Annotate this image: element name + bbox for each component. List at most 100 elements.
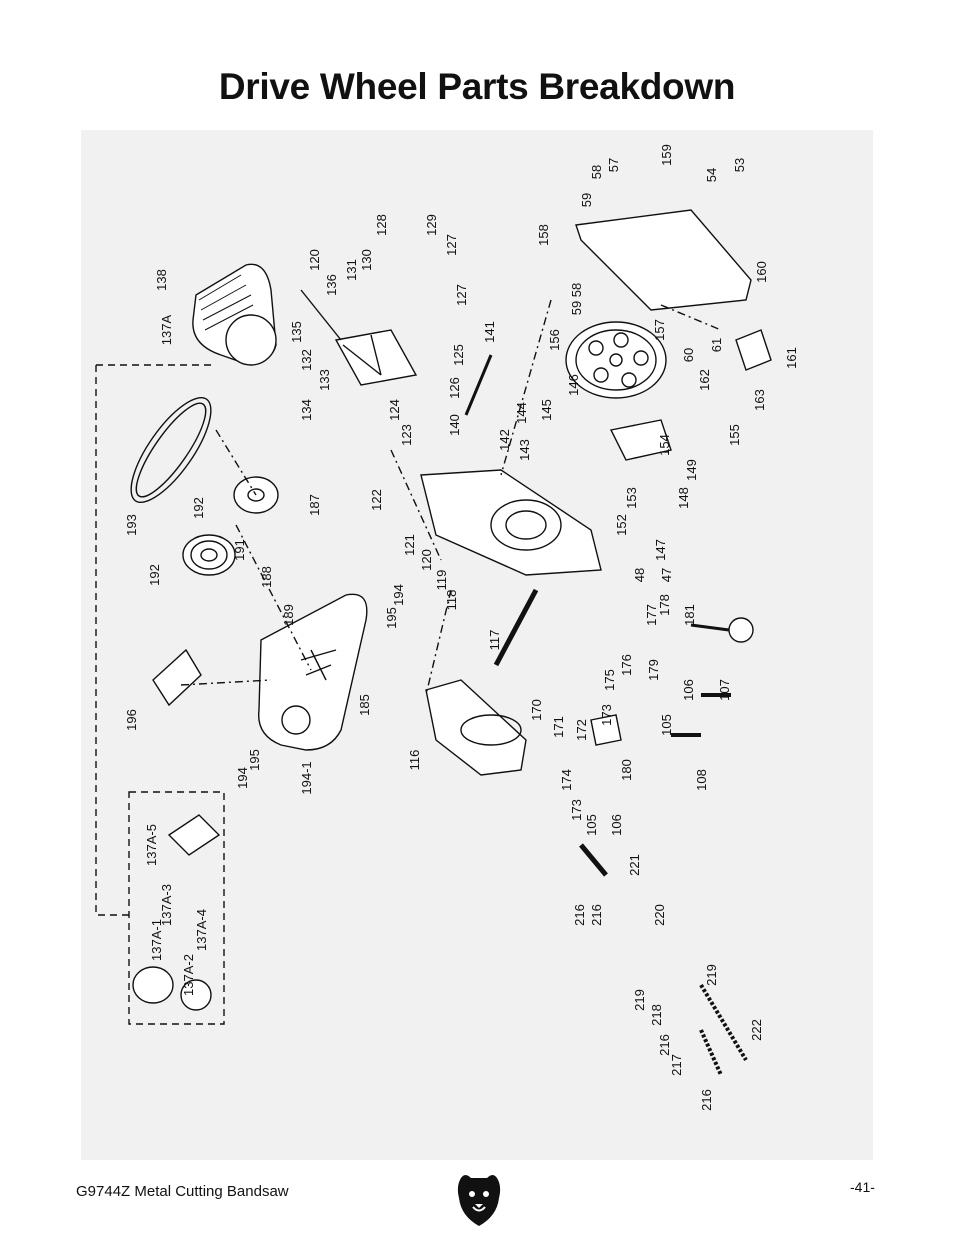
part-label: 192 [191,497,206,519]
part-label: 163 [752,389,767,411]
part-label: 149 [684,459,699,481]
part-label: 133 [317,369,332,391]
part-label: 118 [444,590,459,611]
screw-141 [464,354,493,416]
part-label: 58 [569,283,584,297]
part-label: 195 [247,749,262,771]
part-label: 134 [299,399,314,421]
part-label: 178 [657,594,672,616]
part-label: 121 [402,534,417,556]
guard-logo [300,649,337,681]
part-label: 106 [609,814,624,836]
part-label: 126 [447,377,462,399]
part-label: 185 [357,694,372,716]
part-label: 160 [754,261,769,283]
part-label: 119 [434,570,449,591]
part-label: 154 [657,434,672,456]
part-label: 191 [232,539,247,561]
part-label: 179 [646,659,661,681]
part-label: 171 [551,716,566,738]
part-label: 116 [407,750,422,771]
part-label: 123 [399,424,414,446]
part-label: 172 [574,719,589,741]
part-label: 61 [709,338,724,352]
fan-137A-2 [180,979,212,1011]
part-label: 137A-1 [149,919,164,961]
part-label: 141 [482,321,497,343]
part-label: 106 [681,679,696,701]
page-number: -41- [850,1179,875,1195]
part-label: 221 [627,854,642,876]
shaft-117 [493,588,539,667]
part-label: 147 [653,539,668,561]
bracket-161 [735,329,772,371]
part-label: 105 [584,814,599,836]
part-label: 218 [649,1004,664,1026]
part-label: 136 [324,274,339,296]
part-label: 57 [606,158,621,172]
part-label: 124 [387,399,402,421]
part-label: 173 [599,704,614,726]
part-label: 181 [682,604,697,626]
label-196 [152,648,202,707]
part-label: 145 [539,399,554,421]
part-label: 196 [124,709,139,731]
hose-221 [579,843,608,877]
part-label: 217 [669,1054,684,1076]
part-label: 127 [454,284,469,306]
part-label: 219 [632,989,647,1011]
part-label: 195 [384,607,399,629]
part-label: 142 [497,429,512,451]
part-label: 146 [566,374,581,396]
guard-hole [281,705,311,735]
part-label: 219 [704,964,719,986]
part-label: 148 [676,487,691,509]
part-label: 132 [299,349,314,371]
part-label: 138 [154,269,169,291]
part-label: 137A-4 [194,909,209,951]
part-label: 216 [589,904,604,926]
part-label: 173 [569,799,584,821]
gear-motor-116 [425,679,527,776]
part-label: 216 [572,904,587,926]
part-label: 174 [559,769,574,791]
part-label: 153 [624,487,639,509]
part-label: 157 [652,319,667,341]
part-label: 155 [727,424,742,446]
part-label: 120 [419,549,434,571]
part-label: 188 [259,566,274,588]
part-label: 193 [124,514,139,536]
part-label: 220 [652,904,667,926]
part-label: 194 [235,767,250,789]
shaft-135 [300,289,342,341]
part-label: 159 [659,144,674,166]
part-label: 128 [374,214,389,236]
part-label: 177 [644,604,659,626]
part-label: 127 [444,234,459,256]
part-label: 140 [447,414,462,436]
part-label: 144 [514,402,529,424]
part-label: 137A [159,314,174,345]
wheel-cover-158 [575,209,752,311]
plate-137A-5 [167,814,221,856]
drive-wheel-156 [565,321,667,399]
part-label: 137A-2 [181,954,196,996]
blade-guide-145 [609,419,672,461]
gearbox-bore [490,499,562,551]
part-label: 48 [632,568,647,582]
part-label: 194 [391,584,406,606]
part-label: 60 [681,348,696,362]
part-label: 162 [697,369,712,391]
part-label: 120 [307,249,322,271]
hose-222 [699,983,748,1062]
part-label: 117 [487,630,502,651]
part-label: 152 [614,514,629,536]
part-label: 53 [732,158,747,172]
part-label: 194-1 [299,761,314,794]
part-label: 222 [749,1019,764,1041]
part-label: 187 [307,494,322,516]
part-label: 143 [517,439,532,461]
bear-logo-icon [457,1175,501,1226]
